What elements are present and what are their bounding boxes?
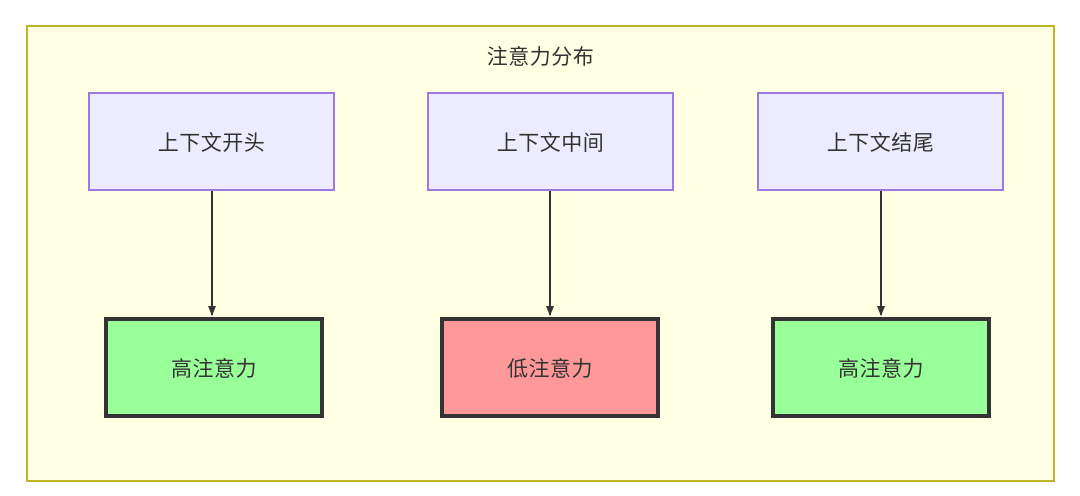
node-context-start[interactable]: 上下文开头 — [88, 92, 335, 191]
node-label: 上下文结尾 — [826, 131, 935, 155]
node-label: 高注意力 — [838, 357, 924, 381]
node-low-attention-middle[interactable]: 低注意力 — [440, 317, 660, 418]
node-label: 高注意力 — [171, 357, 257, 381]
node-high-attention-end[interactable]: 高注意力 — [771, 317, 991, 418]
node-label: 低注意力 — [507, 357, 593, 381]
node-label: 上下文中间 — [496, 131, 605, 155]
node-high-attention-start[interactable]: 高注意力 — [104, 317, 324, 418]
node-context-end[interactable]: 上下文结尾 — [757, 92, 1004, 191]
diagram-title: 注意力分布 — [486, 46, 595, 69]
node-label: 上下文开头 — [157, 131, 266, 155]
node-context-middle[interactable]: 上下文中间 — [427, 92, 674, 191]
